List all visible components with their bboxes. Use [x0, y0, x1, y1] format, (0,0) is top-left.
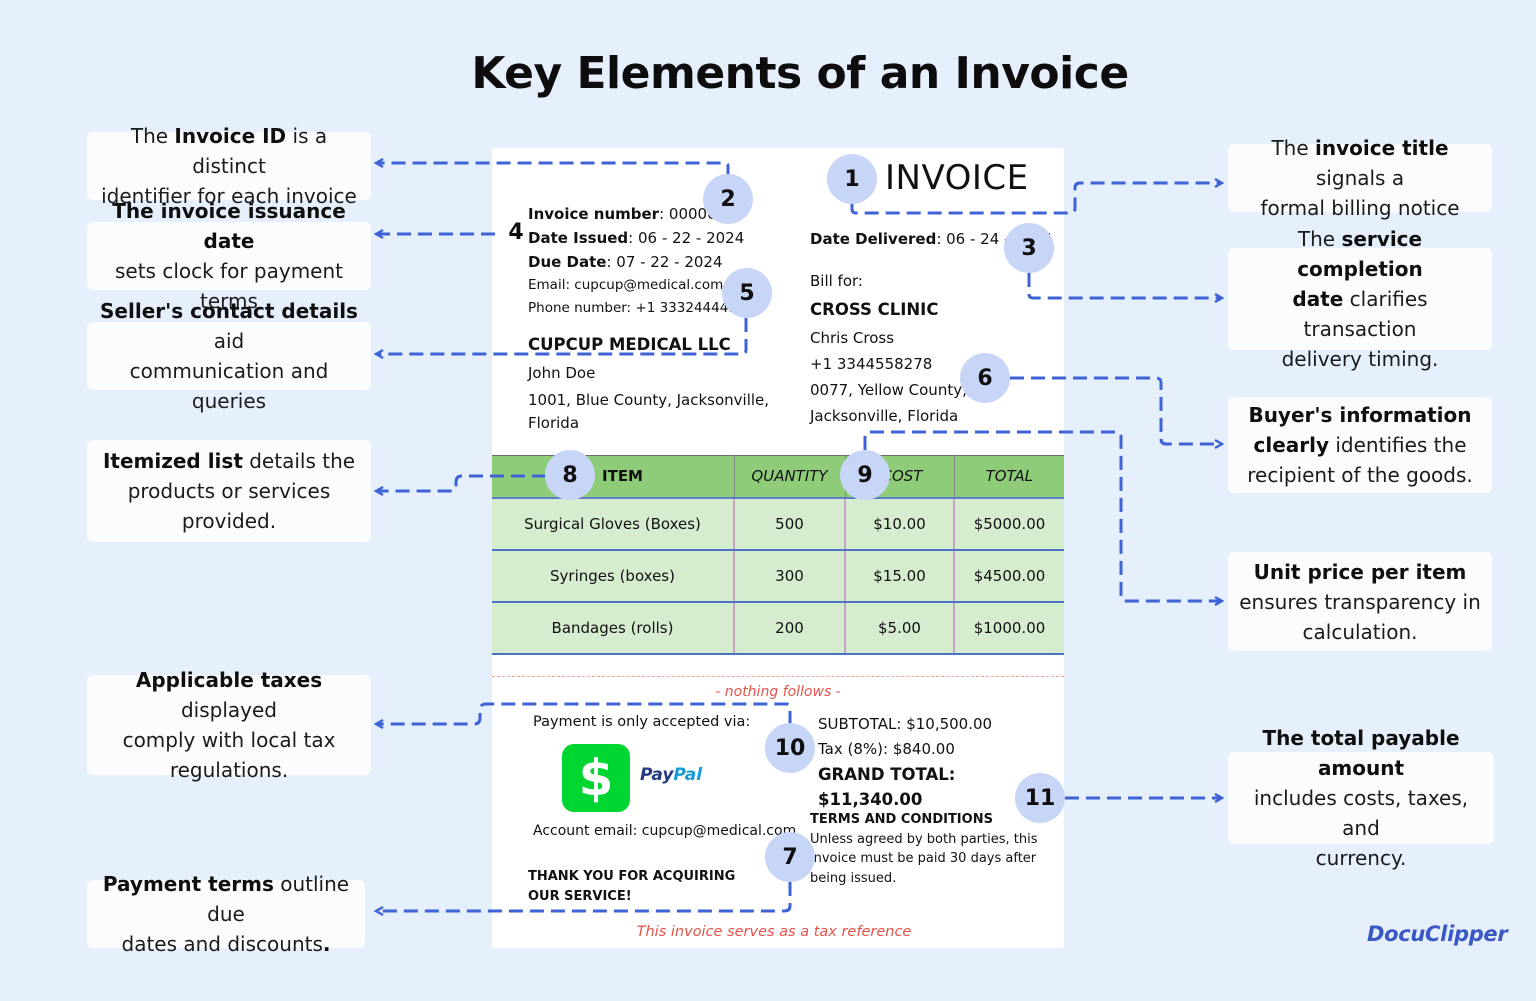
badge-9: 9 [840, 450, 890, 500]
callout-issuance-date: The invoice issuance date sets clock for… [87, 199, 371, 313]
invoice-title: INVOICE [885, 158, 1029, 198]
badge-6: 6 [960, 353, 1010, 403]
seller-block: Invoice number: 000001 Date Issued: 06 -… [528, 205, 770, 432]
page-title: Key Elements of an Invoice [471, 48, 1129, 99]
invoice-document: INVOICE Invoice number: 000001 Date Issu… [492, 148, 1064, 948]
badge-1: 1 [827, 154, 877, 204]
callout-payment-terms: Payment terms outline due dates and disc… [87, 872, 365, 956]
table-row: Bandages (rolls)200$5.00$1000.00 [492, 601, 1064, 655]
callout-invoice-title: The invoice title signals a formal billi… [1228, 136, 1492, 220]
badge-5: 5 [722, 268, 772, 318]
callout-seller-contact: Seller's contact details aid communicati… [87, 299, 371, 413]
callout-buyer-information: Buyer's information clearly identifies t… [1228, 397, 1492, 493]
docuclipper-logo: DocuClipper [1367, 922, 1508, 946]
badge-4: 4 [508, 219, 524, 245]
table-row: Surgical Gloves (Boxes)500$10.00$5000.00 [492, 497, 1064, 551]
badge-2: 2 [703, 174, 753, 224]
seller-contact-name: John Doe [528, 364, 596, 382]
buyer-phone: +1 3344558278 [810, 355, 933, 373]
cashapp-icon: $ [562, 744, 630, 812]
nothing-follows-note: - nothing follows - [715, 684, 841, 700]
totals-block: SUBTOTAL: $10,500.00 Tax (8%): $840.00 G… [818, 712, 1064, 812]
column-header-quantity: QUANTITY [734, 455, 846, 499]
tax-line: Tax (8%): $840.00 [818, 740, 955, 758]
buyer-contact-name: Chris Cross [810, 329, 895, 347]
badge-3: 3 [1004, 223, 1054, 273]
grand-total: GRAND TOTAL: $11,340.00 [818, 765, 956, 809]
thank-you-note: THANK YOU FOR ACQUIRING OUR SERVICE! [528, 869, 736, 904]
seller-email: Email: cupcup@medical.com [528, 277, 724, 293]
badge-8: 8 [545, 450, 595, 500]
seller-company: CUPCUP MEDICAL LLC [528, 335, 731, 354]
callout-unit-price: Unit price per item ensures transparency… [1228, 552, 1492, 651]
paypal-logo: PayPal [640, 765, 703, 785]
badge-10: 10 [765, 723, 815, 773]
payment-methods-label: Payment is only accepted via: [533, 714, 751, 730]
buyer-block: Date Delivered: 06 - 24 - 2024 Bill for:… [810, 230, 1053, 425]
buyer-company: CROSS CLINIC [810, 300, 939, 319]
badge-11: 11 [1015, 773, 1065, 823]
tax-reference-note: This invoice serves as a tax reference [636, 924, 912, 940]
separator [492, 676, 1064, 677]
badge-7: 7 [765, 832, 815, 882]
terms-and-conditions: TERMS AND CONDITIONS Unless agreed by bo… [810, 812, 1038, 886]
account-email: Account email: cupcup@medical.com [533, 823, 797, 839]
callout-applicable-taxes: Applicable taxes displayed comply with l… [87, 668, 371, 782]
subtotal: SUBTOTAL: $10,500.00 [818, 715, 993, 733]
callout-itemized-list: Itemized list details the products or se… [87, 440, 371, 542]
column-header-item: ITEM [492, 455, 735, 499]
callout-invoice-id: The Invoice ID is a distinct identifier … [87, 124, 371, 208]
table-row: Syringes (boxes)300$15.00$4500.00 [492, 549, 1064, 603]
callout-total-payable: The total payable amount includes costs,… [1228, 726, 1494, 870]
seller-phone: Phone number: +1 333244441 [528, 300, 737, 316]
callout-service-completion: The service completion date clarifies tr… [1228, 227, 1492, 371]
column-header-total: TOTAL [954, 455, 1064, 499]
